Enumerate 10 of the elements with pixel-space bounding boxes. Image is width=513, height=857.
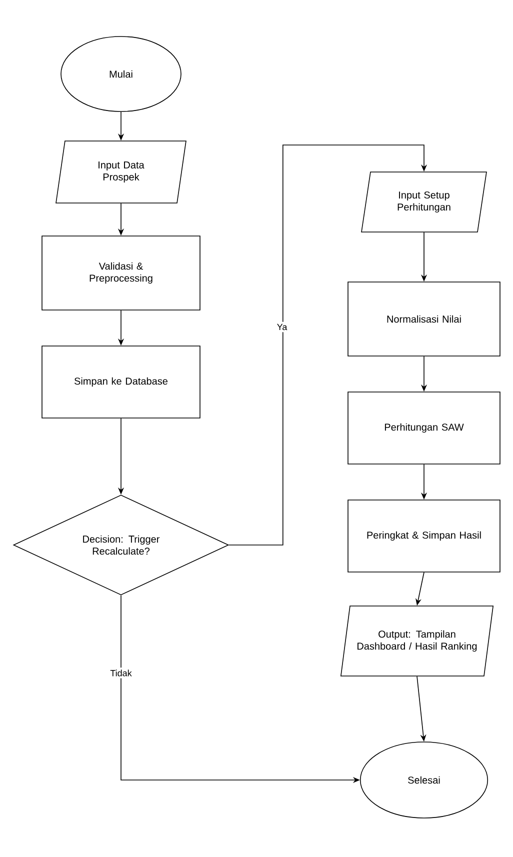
process-box: Perhitungan SAW — [348, 392, 500, 464]
input-output-parallelogram: Input Data Prospek — [56, 140, 186, 204]
edge-label: Tidak — [108, 668, 134, 678]
arrow — [228, 144, 428, 546]
process-box: Peringkat & Simpan Hasil — [348, 500, 500, 572]
process-box: Normalisasi Nilai — [348, 282, 500, 356]
process-box: Simpan ke Database — [42, 346, 200, 418]
input-output-parallelogram: Input Setup Perhitungan — [361, 172, 487, 232]
edge-label: Ya — [274, 322, 290, 332]
process-box: Validasi & Preprocessing — [42, 236, 200, 310]
